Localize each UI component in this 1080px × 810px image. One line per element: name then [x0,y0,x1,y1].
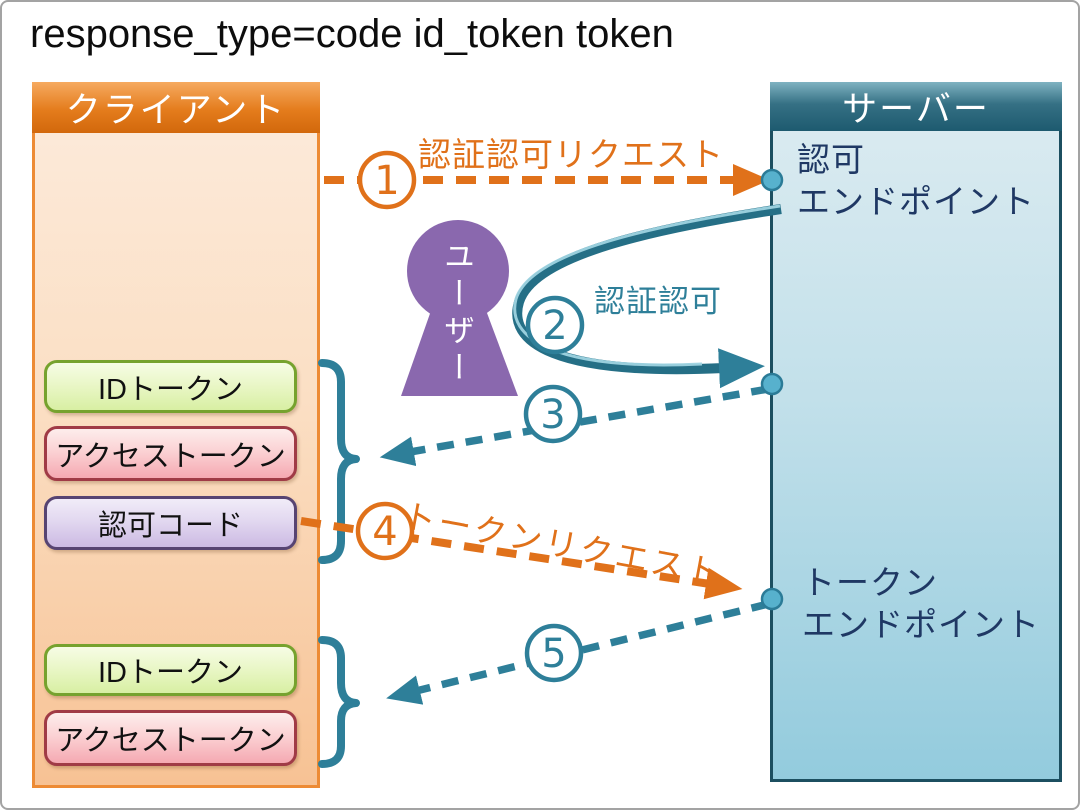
authorization-code-box: 認可コード [44,496,297,550]
svg-text:2: 2 [542,303,567,349]
step2-curve-arrow [512,204,782,389]
diagram-title: response_type=code id_token token [30,12,674,56]
token-endpoint-label: トークン エンドポイント [802,564,1040,644]
user-label: ユーザー [439,240,474,388]
client-header-label: クライアント [65,91,287,130]
svg-text:5: 5 [541,631,566,677]
step2-badge: 2 [525,295,585,355]
server-box [770,82,1062,782]
step1-badge: 1 [357,150,417,210]
step4-badge: 4 [355,501,415,561]
user-icon [401,220,518,396]
bottom-token-group-brace [318,636,360,768]
client-header: クライアント [32,82,320,133]
step5-arrow [386,600,769,705]
authorization-endpoint-dot [760,168,784,192]
authorization-endpoint-label: 認可 エンドポイント [797,141,1035,221]
step2-label: 認証認可 [594,284,722,319]
step3-badge: 3 [523,384,583,444]
svg-text:1: 1 [374,158,399,204]
step3-arrow [379,385,769,467]
svg-text:3: 3 [540,392,565,438]
id-token-box-top: IDトークン [44,360,297,413]
step5-badge: 5 [524,623,584,683]
access-token-box-top: アクセストークン [44,426,297,481]
access-token-box-bottom: アクセストークン [44,710,297,766]
authorization-endpoint-return-dot [760,372,784,396]
token-endpoint-dot [760,587,784,611]
id-token-box-bottom: IDトークン [44,644,297,696]
server-header: サーバー [770,82,1062,131]
top-token-group-brace [318,359,360,564]
svg-text:4: 4 [372,509,397,555]
step1-label: 認証認可リクエスト [418,136,724,173]
server-header-label: サーバー [842,90,990,129]
